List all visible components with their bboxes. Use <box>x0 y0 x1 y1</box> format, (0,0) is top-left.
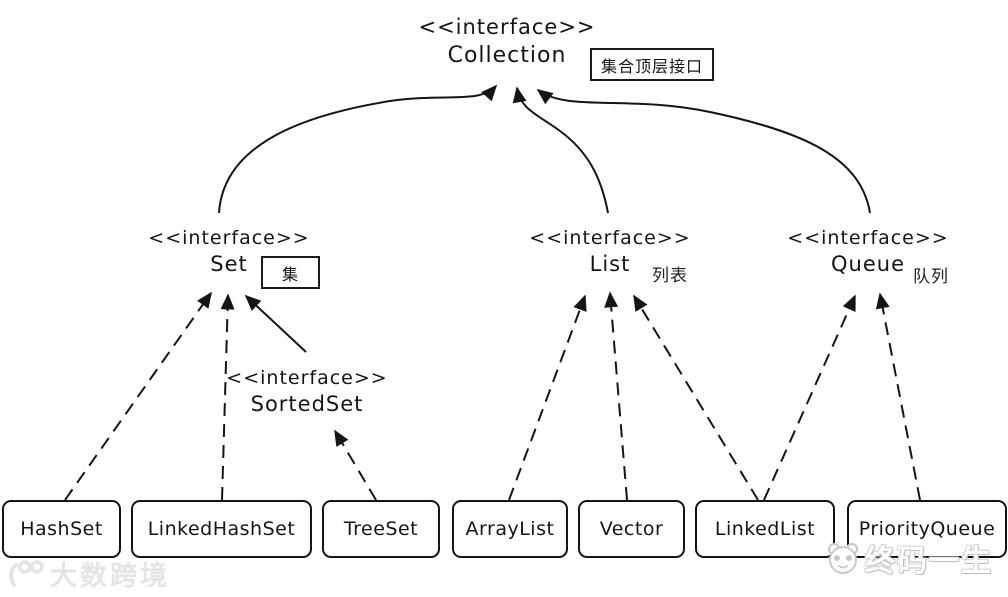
list-stereotype: <<interface>> <box>529 227 691 249</box>
node-list: <<interface>> List <box>515 226 705 278</box>
queue-name: Queue <box>831 252 905 276</box>
class-label: LinkedHashSet <box>147 518 296 540</box>
set-stereotype: <<interface>> <box>148 227 310 249</box>
edge-treeset-sortedset <box>334 429 377 501</box>
class-label: LinkedList <box>714 518 816 540</box>
collection-name: Collection <box>447 43 567 68</box>
edge-queue-collection <box>536 89 871 214</box>
edge-arraylist-list <box>508 294 587 501</box>
edge-hashset-set <box>64 291 212 501</box>
edge-priorityqueue-queue <box>875 292 921 501</box>
watermark-bottom-right: 终码一生 <box>824 536 993 580</box>
class-box-linkedlist: LinkedList <box>695 500 835 558</box>
class-label: PriorityQueue <box>858 518 996 540</box>
node-queue: <<interface>> Queue <box>773 226 963 278</box>
sortedset-stereotype: <<interface>> <box>226 367 388 389</box>
collection-stereotype: <<interface>> <box>418 15 596 39</box>
node-sortedset: <<interface>> SortedSet <box>212 366 402 418</box>
sortedset-name: SortedSet <box>250 392 364 416</box>
class-label: HashSet <box>20 518 103 540</box>
queue-note-label: 队列 <box>913 267 949 287</box>
set-note-label: 集 <box>281 264 299 284</box>
watermark-bottom-left: 大数跨境 <box>8 554 170 593</box>
collection-note-label: 集合顶层接口 <box>600 56 703 76</box>
set-note-box: 集 <box>261 256 320 289</box>
class-box-linkedhashset: LinkedHashSet <box>131 500 312 558</box>
edge-vector-list <box>604 291 628 501</box>
edge-list-collection <box>512 86 609 214</box>
class-box-vector: Vector <box>578 500 685 558</box>
edge-set-collection <box>218 84 498 214</box>
edge-linkedlist-queue <box>763 294 856 501</box>
class-box-priorityqueue: PriorityQueue <box>847 500 1007 558</box>
collection-note-box: 集合顶层接口 <box>590 48 714 81</box>
class-box-treeset: TreeSet <box>322 500 440 558</box>
class-box-hashset: HashSet <box>2 500 121 558</box>
class-label: Vector <box>599 518 664 540</box>
edge-linkedlist-list <box>633 294 759 501</box>
class-box-arraylist: ArrayList <box>452 500 568 558</box>
class-label: ArrayList <box>465 518 555 540</box>
list-name: List <box>589 252 631 276</box>
watermark-right-text: 终码一生 <box>865 544 993 579</box>
node-set: <<interface>> Set <box>134 226 324 278</box>
class-label: TreeSet <box>343 518 419 540</box>
edge-sortedset-set <box>244 294 307 353</box>
list-note-label: 列表 <box>652 266 688 286</box>
set-name: Set <box>210 252 248 276</box>
watermark-left-text: 大数跨境 <box>50 561 170 592</box>
edge-linkedhashset-set <box>220 293 235 501</box>
panda-icon <box>828 543 858 574</box>
glasses-logo-icon <box>9 559 44 587</box>
queue-stereotype: <<interface>> <box>787 227 949 249</box>
node-collection: <<interface>> Collection <box>377 14 637 70</box>
